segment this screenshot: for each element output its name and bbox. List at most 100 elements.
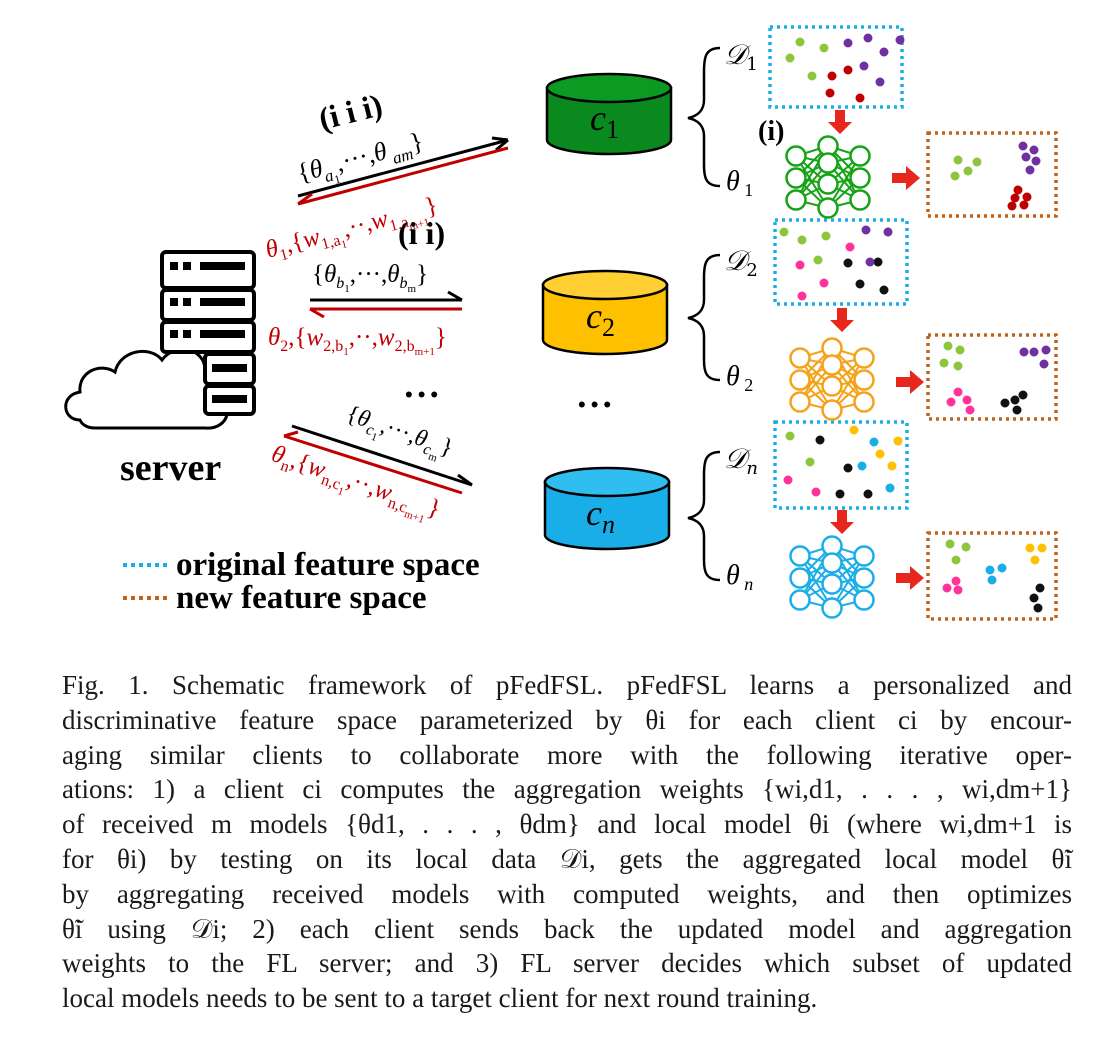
feature-dot xyxy=(855,93,865,103)
feature-dot xyxy=(825,88,835,98)
feature-dot xyxy=(843,463,853,473)
feature-dot xyxy=(943,341,953,351)
down-arrow-1 xyxy=(828,110,852,134)
feature-dot xyxy=(807,71,817,81)
feature-dot xyxy=(857,461,867,471)
feature-dot xyxy=(795,37,805,47)
feature-dot xyxy=(785,431,795,441)
net-node xyxy=(821,354,843,376)
feature-dot xyxy=(835,489,845,499)
feature-dot xyxy=(939,358,949,368)
net-node xyxy=(853,369,875,391)
net-node xyxy=(849,167,871,189)
feature-dot xyxy=(946,397,956,407)
feature-dot xyxy=(965,405,975,415)
net-node xyxy=(789,347,811,369)
feature-dot xyxy=(1012,405,1022,415)
feature-dot xyxy=(1029,593,1039,603)
client-2-label: c2 xyxy=(586,296,615,342)
feature-dot xyxy=(861,225,871,235)
new-space-box-1 xyxy=(926,131,1058,218)
feature-dot xyxy=(819,43,829,53)
client-n-cylinder: cn xyxy=(543,466,671,551)
caption-line: θ̃i using 𝒟i; 2) each client sends back … xyxy=(62,913,1072,944)
net-node xyxy=(853,545,875,567)
brace-1 xyxy=(687,46,721,188)
feature-dot xyxy=(987,575,997,585)
caption-line: local models needs to be sent to a targe… xyxy=(62,983,818,1014)
feature-dot xyxy=(893,436,903,446)
feature-dot xyxy=(1039,359,1049,369)
net-node xyxy=(789,391,811,413)
feature-dot xyxy=(819,278,829,288)
feature-dot xyxy=(869,437,879,447)
net-node xyxy=(821,399,843,421)
feature-dot xyxy=(797,291,807,301)
model-label-n: θ n xyxy=(726,560,753,594)
feature-dot xyxy=(950,171,960,181)
send-label-1: {θa1,···,θ am} xyxy=(294,126,428,195)
feature-dot xyxy=(813,255,823,265)
feature-dot xyxy=(887,461,897,471)
feature-dot xyxy=(1037,543,1047,553)
feature-dot xyxy=(1029,145,1039,155)
feature-dot xyxy=(1035,583,1045,593)
feature-dot xyxy=(843,258,853,268)
caption-line: by aggregating received models with comp… xyxy=(62,878,1072,909)
feature-dot xyxy=(1025,543,1035,553)
net-node xyxy=(821,552,843,574)
feature-dot xyxy=(895,35,905,45)
feature-dot xyxy=(1041,345,1051,355)
net-node xyxy=(821,375,843,397)
feature-dot xyxy=(953,155,963,165)
net-node xyxy=(849,145,871,167)
down-arrows xyxy=(828,110,854,534)
feature-dot xyxy=(1000,398,1010,408)
feature-dot xyxy=(1033,603,1043,613)
server-icon xyxy=(64,250,256,430)
feature-dot xyxy=(845,242,855,252)
legend-new-label: new feature space xyxy=(176,580,427,616)
feature-dot xyxy=(997,563,1007,573)
back-label-1: θ1,{w1,a1,··,w1,am+1} xyxy=(263,192,443,271)
pfedfsl-diagram: server (i i i) {θa1,···,θ am} θ1,{w1,a1,… xyxy=(64,25,1058,621)
feature-dot xyxy=(945,539,955,549)
feature-dot xyxy=(953,387,963,397)
client-1-cylinder: c1 xyxy=(545,72,673,156)
back-label-n: θn,{wn,c1,··,wn,cm+1} xyxy=(266,440,444,530)
net-node xyxy=(789,589,811,611)
feature-dot xyxy=(951,576,961,586)
feature-dot xyxy=(821,231,831,241)
right-arrow-n xyxy=(896,566,924,590)
net-node xyxy=(853,391,875,413)
caption-line: of received m models {θd1, . . . , θdm} … xyxy=(62,809,1072,840)
feature-dot xyxy=(961,542,971,552)
net-node xyxy=(817,173,839,195)
feature-dot xyxy=(1021,152,1031,162)
feature-dot xyxy=(879,47,889,57)
step-3-label: (i i i) xyxy=(315,86,386,136)
net-node xyxy=(785,189,807,211)
right-arrow-1 xyxy=(892,166,920,190)
caption-line: weights to the FL server; and 3) FL serv… xyxy=(62,948,1072,979)
net-node xyxy=(849,189,871,211)
legend-original-label: original feature space xyxy=(176,547,480,583)
feature-dot xyxy=(962,395,972,405)
data-label-1: 𝒟1 xyxy=(724,38,758,75)
brace-n xyxy=(687,450,721,582)
feature-dot xyxy=(1029,347,1039,357)
feature-dot xyxy=(1018,390,1028,400)
link-n: {θc1,···,θcm} θn,{wn,c1,··,wn,cm+1} xyxy=(266,401,473,530)
feature-dot xyxy=(1030,555,1040,565)
feature-dot xyxy=(811,487,821,497)
feature-dot xyxy=(953,361,963,371)
feature-dot xyxy=(1031,156,1041,166)
original-space-box-1 xyxy=(768,25,904,109)
caption-line: ations: 1) a client ci computes the aggr… xyxy=(62,774,1072,805)
feature-dot xyxy=(1013,185,1023,195)
feature-dot xyxy=(1019,347,1029,357)
feature-dot xyxy=(1025,165,1035,175)
ellipsis-left: ••• xyxy=(405,382,443,407)
brace-2 xyxy=(687,253,721,382)
feature-dot xyxy=(885,483,895,493)
